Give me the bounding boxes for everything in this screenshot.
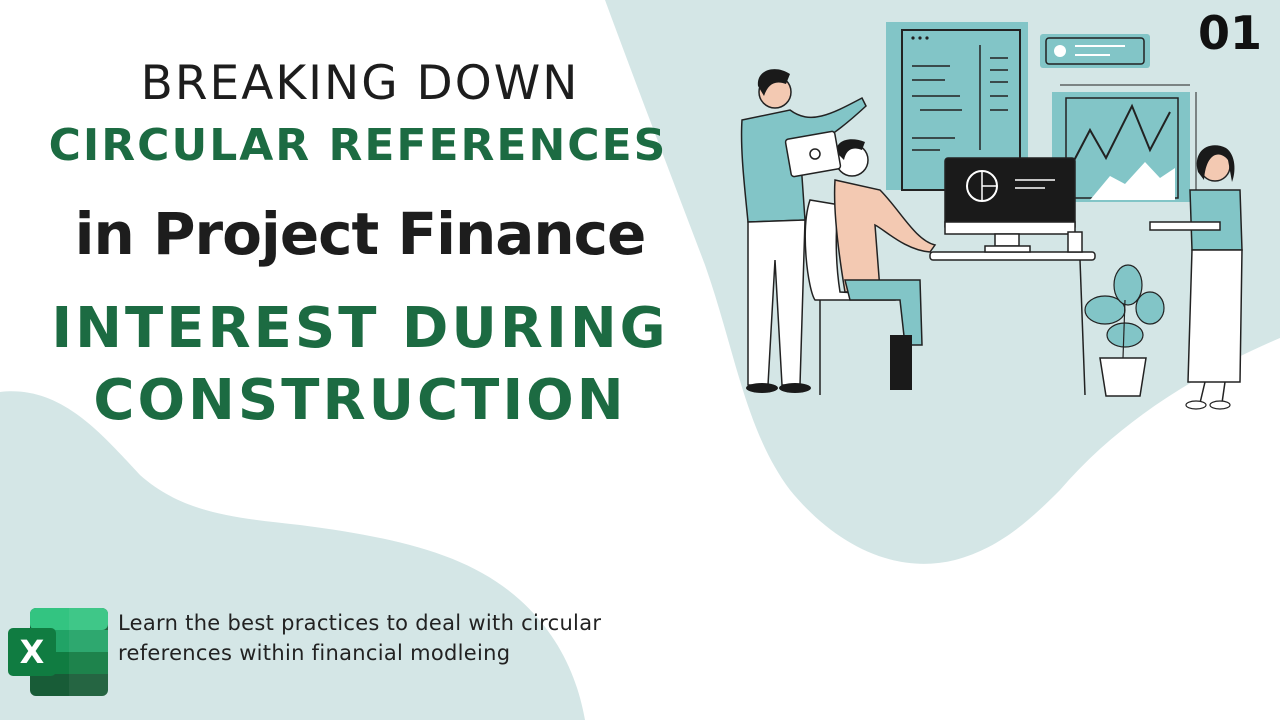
check-chip xyxy=(1040,34,1150,68)
desk xyxy=(929,251,1096,396)
seated-person xyxy=(804,139,937,395)
title-line-5: CONSTRUCTION xyxy=(93,368,627,433)
title-line-2: CIRCULAR REFERENCES xyxy=(48,120,668,171)
standing-woman xyxy=(1149,145,1243,410)
title-line-1: BREAKING DOWN xyxy=(140,56,580,111)
monitor xyxy=(944,157,1083,253)
excel-logo-icon: X xyxy=(8,608,108,696)
office-team-illustration xyxy=(740,22,1243,410)
plant xyxy=(1084,264,1165,397)
bottom-left-blob xyxy=(0,391,585,720)
description-text: Learn the best practices to deal with ci… xyxy=(118,611,602,665)
title-line-4: INTEREST DURING xyxy=(51,296,669,361)
standing-man xyxy=(740,69,867,393)
episode-number: 01 xyxy=(1197,6,1262,60)
title-line-3: in Project Finance xyxy=(74,200,647,268)
excel-logo-letter: X xyxy=(20,633,45,671)
